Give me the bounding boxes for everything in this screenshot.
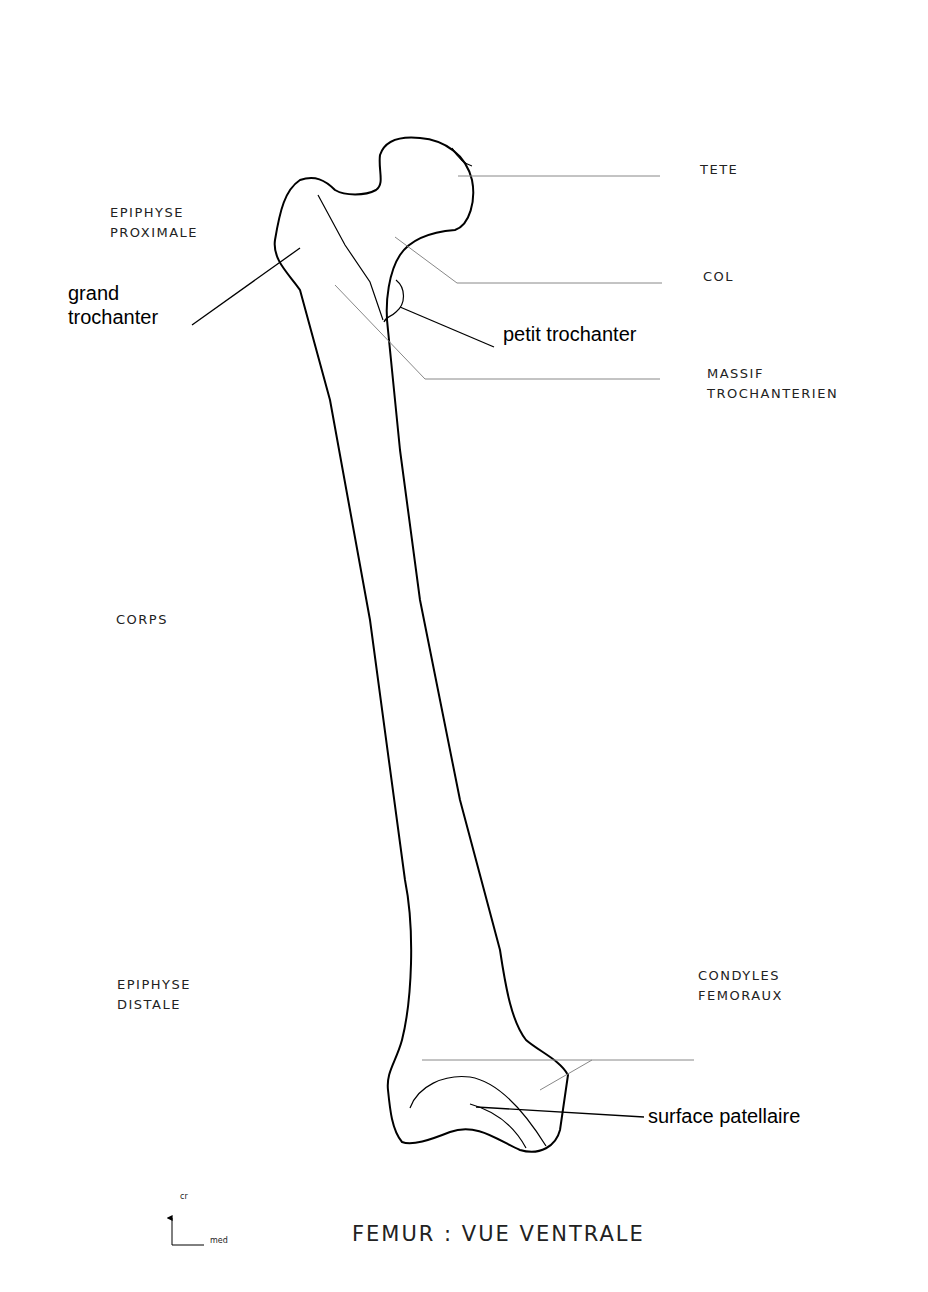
leader-line	[458, 176, 660, 177]
axis-label: cr	[180, 1192, 188, 1202]
leader-line	[422, 1060, 694, 1061]
bone-outline	[275, 138, 568, 1152]
region-label: CORPS	[116, 610, 168, 630]
leader-line	[476, 1107, 644, 1117]
part-label: CONDYLES FEMORAUX	[698, 966, 808, 1006]
part-label: COL	[703, 267, 734, 287]
callout-label: grand trochanter	[68, 281, 193, 329]
leader-line	[540, 1060, 592, 1090]
patellar-groove	[470, 1104, 526, 1148]
diagram-title: FEMUR : VUE VENTRALE	[352, 1221, 645, 1247]
lesser-trochanter-outline	[384, 280, 404, 322]
part-label: TETE	[700, 160, 738, 180]
leader-line	[395, 237, 662, 283]
callout-label: petit trochanter	[503, 322, 636, 346]
patellar-surface-outline	[410, 1077, 546, 1146]
leader-line	[400, 307, 494, 347]
region-label: EPIPHYSE DISTALE	[117, 975, 217, 1015]
part-label: MASSIF TROCHANTERIEN	[707, 364, 877, 404]
head-fovea	[452, 148, 472, 166]
axis-arrow	[172, 1218, 173, 1245]
callout-label: surface patellaire	[648, 1104, 800, 1128]
leader-line	[335, 285, 660, 379]
axis-line	[172, 1245, 204, 1246]
axis-label: med	[210, 1236, 228, 1246]
leader-line	[192, 248, 300, 325]
region-label: EPIPHYSE PROXIMALE	[110, 203, 222, 243]
